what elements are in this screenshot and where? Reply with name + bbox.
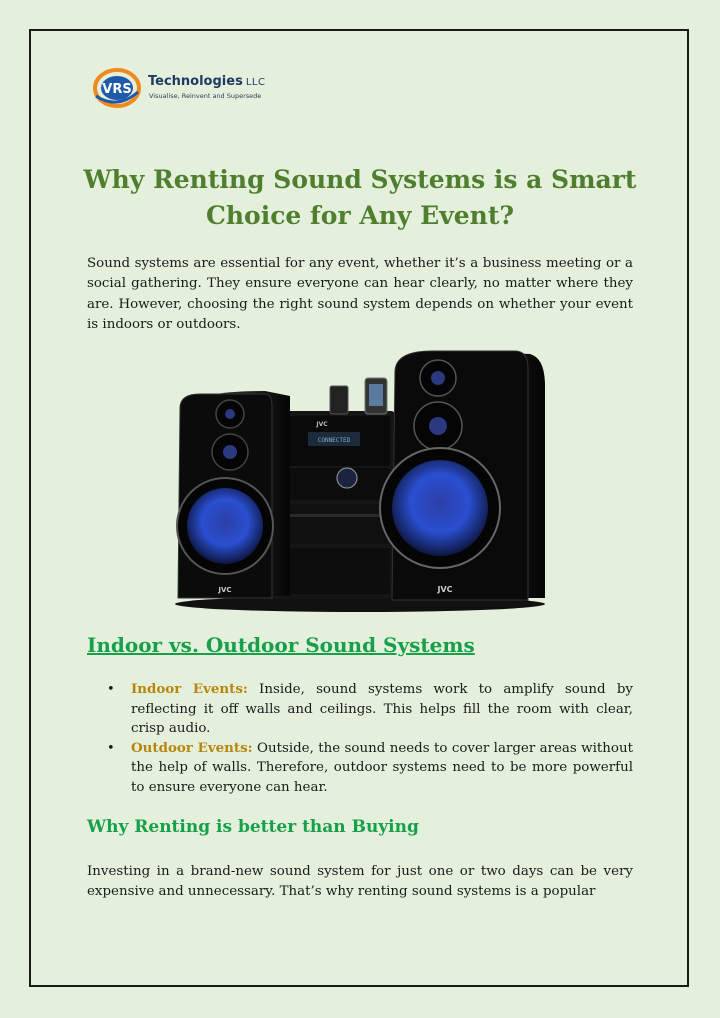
section-heading-indoor-outdoor: Indoor vs. Outdoor Sound Systems — [87, 633, 475, 657]
renting-paragraph: Investing in a brand-new sound system fo… — [87, 864, 633, 900]
center-brand: JVC — [315, 421, 328, 428]
bullet-label: Outdoor Events: — [131, 739, 253, 756]
section-heading-renting: Why Renting is better than Buying — [87, 817, 419, 837]
bullet-icon: • — [107, 682, 115, 697]
page-border — [29, 29, 689, 987]
bullet-text: Outside, the sound needs to cover larger… — [131, 740, 633, 795]
bullet-icon: • — [107, 740, 115, 756]
bullet-text: Inside, sound systems work to amplify so… — [131, 682, 633, 737]
logo-company: Technologies — [148, 74, 243, 89]
right-speaker-brand: JVC — [436, 585, 452, 594]
logo-tagline: Visualise, Reinvent and Supersede — [149, 92, 262, 100]
logo-suffix: LLC — [245, 77, 266, 88]
logo-mark-text: VRS — [102, 82, 131, 97]
page-title: Why Renting Sound Systems is a Smart Cho… — [83, 165, 637, 230]
display-text: CONNECTED — [318, 437, 351, 444]
bullet-label: Indoor Events: — [131, 681, 248, 697]
indoor-outdoor-list: • Indoor Events: Inside, sound systems wo… — [87, 680, 633, 798]
list-item: • Indoor Events: Inside, sound systems wo… — [87, 680, 633, 739]
left-speaker-brand: JVC — [217, 586, 231, 594]
speaker-system-image: CONNECTED JVC JVC JVC — [175, 350, 545, 612]
vrs-logo-icon: VRS — [93, 68, 141, 108]
list-item: • Outdoor Events: Outside, the sound need… — [87, 739, 633, 798]
intro-paragraph: Sound systems are essential for any even… — [87, 256, 633, 332]
